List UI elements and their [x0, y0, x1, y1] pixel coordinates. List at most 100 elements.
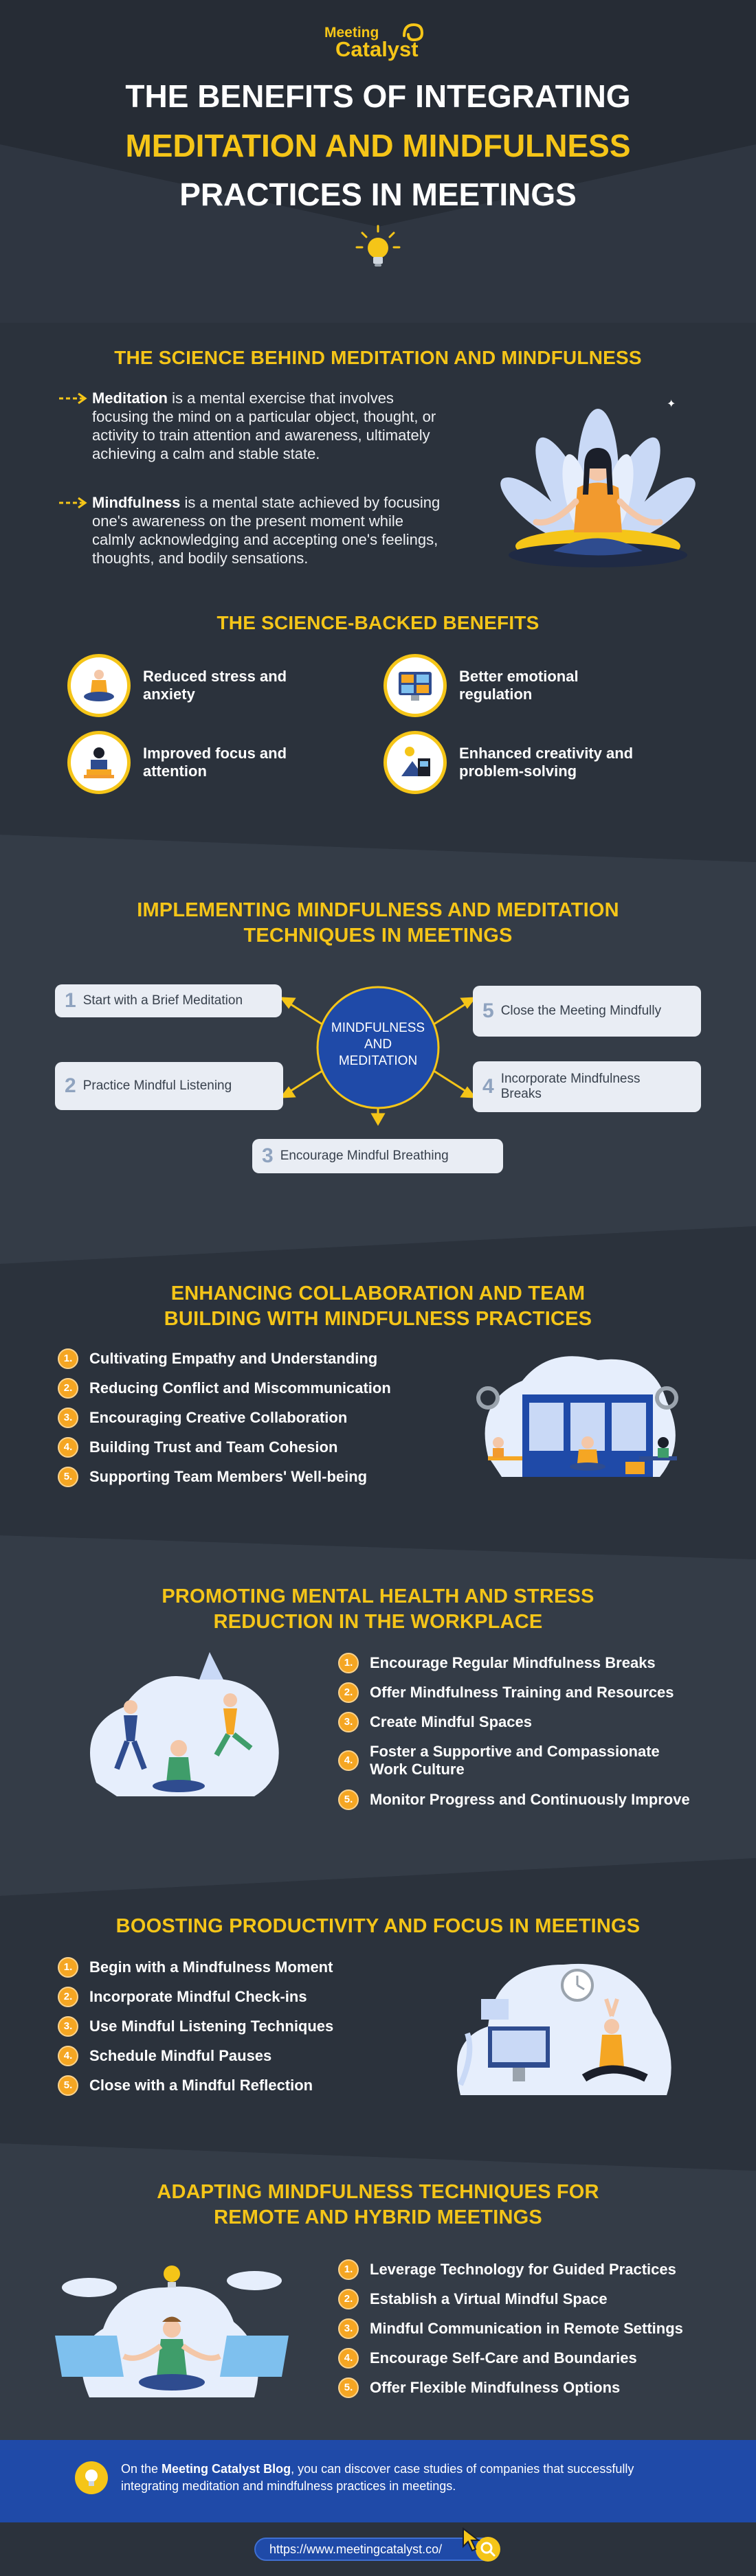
mindfulness-term: Mindfulness [92, 494, 181, 511]
mental-title-line2: REDUCTION IN THE WORKPLACE [213, 1611, 543, 1633]
creative-desk-icon [383, 731, 447, 794]
item-label: Begin with a Mindfulness Moment [89, 1958, 333, 1976]
section-divider [0, 1535, 756, 1577]
list-item: 5.Supporting Team Members' Well-being [58, 1462, 443, 1491]
footer-blog-name: Meeting Catalyst Blog [162, 2462, 291, 2476]
benefit-label: Enhanced creativity and problem-solving [459, 745, 634, 780]
remote-meditation-illustration [55, 2266, 289, 2397]
list-item: 1.Begin with a Mindfulness Moment [58, 1952, 443, 1982]
list-item: 5.Close with a Mindful Reflection [58, 2070, 443, 2100]
item-label: Reducing Conflict and Miscommunication [89, 1379, 391, 1397]
benefit-item: Reduced stress and anxiety [67, 654, 322, 717]
number-badge: 3. [338, 2318, 359, 2339]
mindfulness-definition: Mindfulness is a mental state achieved b… [92, 493, 449, 567]
hub-center-line3: MEDITATION [338, 1054, 418, 1068]
list-item: 4.Building Trust and Team Cohesion [58, 1432, 443, 1462]
list-item: 3.Encouraging Creative Collaboration [58, 1403, 443, 1432]
list-item: 1. Leverage Technology for Guided Practic… [338, 2255, 737, 2284]
hub-center-line2: AND [364, 1037, 392, 1052]
mindfulness-hub-diagram [279, 986, 477, 1127]
benefit-item: Better emotional regulation [383, 654, 638, 717]
hero-title-line1: THE BENEFITS OF INTEGRATING [125, 78, 631, 114]
brand-swirl-icon [403, 23, 424, 42]
list-item: 4.Schedule Mindful Pauses [58, 2041, 443, 2070]
remote-title-line1: ADAPTING MINDFULNESS TECHNIQUES FOR [157, 2181, 599, 2203]
list-item: 2.Incorporate Mindful Check-ins [58, 1982, 443, 2011]
hub-center-label: MINDFULNESS AND MEDITATION [318, 1020, 438, 1070]
meditation-text: is a mental exercise that involves focus… [92, 389, 436, 462]
brand-logo[interactable]: Meeting Catalyst [324, 21, 434, 62]
step-number: 4 [482, 1075, 494, 1098]
number-badge: 4. [58, 2045, 78, 2066]
item-label: Use Mindful Listening Techniques [89, 2017, 334, 2035]
section-divider [0, 835, 756, 876]
item-label: Monitor Progress and Continuously Improv… [370, 1790, 690, 1808]
footer-text: On the Meeting Catalyst Blog, you can di… [121, 2461, 671, 2495]
list-item: 1.Encourage Regular Mindfulness Breaks [338, 1648, 723, 1677]
number-badge: 2. [338, 2288, 359, 2309]
benefit-label: Better emotional regulation [459, 668, 579, 703]
number-badge: 4. [338, 1750, 359, 1771]
mental-list: 1.Encourage Regular Mindfulness Breaks 2… [338, 1648, 723, 1814]
step-number: 5 [482, 999, 494, 1022]
technique-step-3: 3 Encourage Mindful Breathing [252, 1139, 503, 1173]
meditating-person-icon [67, 654, 131, 717]
collaboration-title-line1: ENHANCING COLLABORATION AND TEAM [170, 1283, 586, 1304]
video-call-emotions-icon [383, 654, 447, 717]
benefits-title: THE SCIENCE-BACKED BENEFITS [216, 612, 540, 633]
list-item: 2. Offer Mindfulness Training and Resourc… [338, 1677, 723, 1707]
footer-banner: On the Meeting Catalyst Blog, you can di… [0, 2440, 756, 2522]
list-item: 2.Reducing Conflict and Miscommunication [58, 1373, 443, 1403]
desk-meditation-illustration [457, 1963, 671, 2095]
focused-reader-icon [67, 731, 131, 794]
item-label: Offer Flexible Mindfulness Options [370, 2378, 621, 2396]
list-item: 2. Establish a Virtual Mindful Space [338, 2284, 737, 2314]
meditation-term: Meditation [92, 389, 168, 407]
section-divider [0, 1841, 756, 1896]
number-badge: 3. [58, 2015, 78, 2037]
step-label: Incorporate Mindfulness Breaks [500, 1072, 641, 1101]
productivity-list: 1.Begin with a Mindfulness Moment 2.Inco… [58, 1952, 443, 2100]
list-item: 4. Foster a Supportive and Compassionate … [338, 1737, 723, 1785]
step-number: 1 [65, 989, 76, 1012]
section-divider [0, 1206, 756, 1264]
implementing-title-line2: TECHNIQUES IN MEETINGS [243, 925, 513, 947]
team-office-meditation-illustration [476, 1356, 678, 1477]
number-badge: 1. [338, 2259, 359, 2280]
hero-background-shape [0, 0, 756, 323]
technique-step-4: 4 Incorporate Mindfulness Breaks [473, 1061, 701, 1112]
item-label: Foster a Supportive and Compassionate Wo… [370, 1743, 660, 1778]
footer-bottom: https://www.meetingcatalyst.co/ [0, 2522, 756, 2576]
item-label: Close with a Mindful Reflection [89, 2076, 313, 2094]
item-label: Leverage Technology for Guided Practices [370, 2260, 676, 2278]
mindfulness-text: is a mental state achieved by focusing o… [92, 494, 441, 567]
cursor-pointer-icon [463, 2527, 480, 2552]
remote-title-line2: REMOTE AND HYBRID MEETINGS [214, 2206, 542, 2228]
website-url: https://www.meetingcatalyst.co/ [269, 2542, 443, 2556]
step-number: 3 [262, 1144, 274, 1167]
item-label: Establish a Virtual Mindful Space [370, 2290, 608, 2307]
number-badge: 3. [58, 1407, 78, 1428]
list-item: 3.Mindful Communication in Remote Settin… [338, 2314, 737, 2343]
number-badge: 4. [338, 2347, 359, 2369]
number-badge: 2. [338, 1682, 359, 1703]
collaboration-section: ENHANCING COLLABORATION AND TEAM BUILDIN… [0, 1264, 756, 1546]
step-label: Close the Meeting Mindfully [500, 1004, 662, 1018]
productivity-section: BOOSTING PRODUCTIVITY AND FOCUS IN MEETI… [0, 1896, 756, 2154]
step-number: 2 [65, 1074, 76, 1097]
technique-step-5: 5 Close the Meeting Mindfully [473, 986, 701, 1037]
sparkle-icon: ✦ [667, 398, 676, 410]
science-title: THE SCIENCE BEHIND MEDITATION AND MINDFU… [114, 347, 642, 368]
step-label: Encourage Mindful Breathing [280, 1149, 449, 1163]
search-icon[interactable] [474, 2535, 502, 2563]
item-label: Create Mindful Spaces [370, 1713, 532, 1730]
technique-step-2: 2 Practice Mindful Listening [55, 1062, 283, 1110]
number-badge: 5. [338, 2377, 359, 2398]
item-label: Offer Mindfulness Training and Resources [370, 1683, 674, 1701]
step-label: Start with a Brief Meditation [82, 993, 243, 1008]
remote-section: ADAPTING MINDFULNESS TECHNIQUES FOR REMO… [0, 2181, 756, 2459]
number-badge: 2. [58, 1986, 78, 2007]
mental-title-line1: PROMOTING MENTAL HEALTH AND STRESS [162, 1585, 594, 1607]
website-url-button[interactable]: https://www.meetingcatalyst.co/ [254, 2538, 495, 2561]
list-item: 5.Monitor Progress and Continuously Impr… [338, 1785, 723, 1814]
